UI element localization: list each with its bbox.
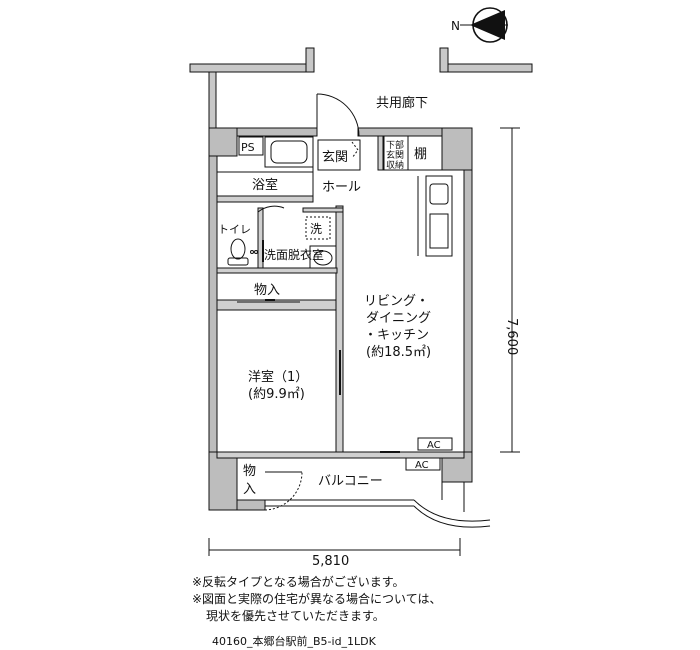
dimension-width-label: 5,810 [312, 554, 349, 569]
toilet-label: トイレ [218, 223, 251, 236]
notes: ※反転タイプとなる場合がございます。 ※図面と実際の住宅が異なる場合については、… [192, 574, 672, 625]
washroom-label: 洗面脱衣室 [264, 247, 324, 262]
ldk-label-3: ・キッチン [364, 328, 429, 343]
note-line: ※反転タイプとなる場合がございます。 [192, 575, 405, 589]
shoe-storage-label-1: 下部 [386, 139, 404, 151]
ldk-area-label: (約18.5㎡) [366, 345, 431, 360]
neighbor-walls [189, 47, 533, 129]
compass-north-label: N [451, 19, 460, 33]
dimension-lines [208, 127, 520, 556]
note-line: ※図面と実際の住宅が異なる場合については、 [192, 592, 442, 606]
closet-bottom-label-2: 入 [243, 482, 256, 497]
ps-label: PS [241, 141, 255, 154]
closet-mid-label: 物入 [254, 283, 280, 298]
ac-inner-label: AC [427, 440, 441, 451]
fixtures [217, 135, 491, 528]
north-arrow-icon [460, 7, 508, 43]
entrance-label: 玄関 [322, 150, 348, 165]
note-line: 現状を優先させていただきます。 [206, 609, 385, 623]
plan-filename: 40160_本郷台駅前_B5-id_1LDK [212, 635, 376, 648]
ldk-label-2: ダイニング [366, 311, 431, 326]
balcony-label: バルコニー [318, 474, 383, 489]
dimension-height-label: 7,600 [504, 318, 519, 355]
door-swings [257, 93, 360, 511]
ac-outer-label: AC [415, 460, 429, 471]
shoe-storage-label-2: 玄関 [386, 149, 404, 161]
ldk-label-1: リビング・ [364, 294, 429, 309]
hall-label: ホール [322, 180, 361, 195]
bathroom-label: 浴室 [252, 177, 278, 193]
shelf-label: 棚 [414, 147, 427, 162]
interior-walls [216, 135, 465, 459]
washer-label: 洗 [310, 222, 322, 236]
exterior-walls [208, 127, 473, 511]
closet-bottom-label-1: 物 [243, 464, 256, 479]
western-room-label: 洋室（1） [248, 369, 308, 385]
corridor-label: 共用廊下 [376, 95, 428, 111]
shoe-storage-label-3: 収納 [386, 159, 404, 171]
western-room-area-label: (約9.9㎡) [248, 387, 305, 402]
